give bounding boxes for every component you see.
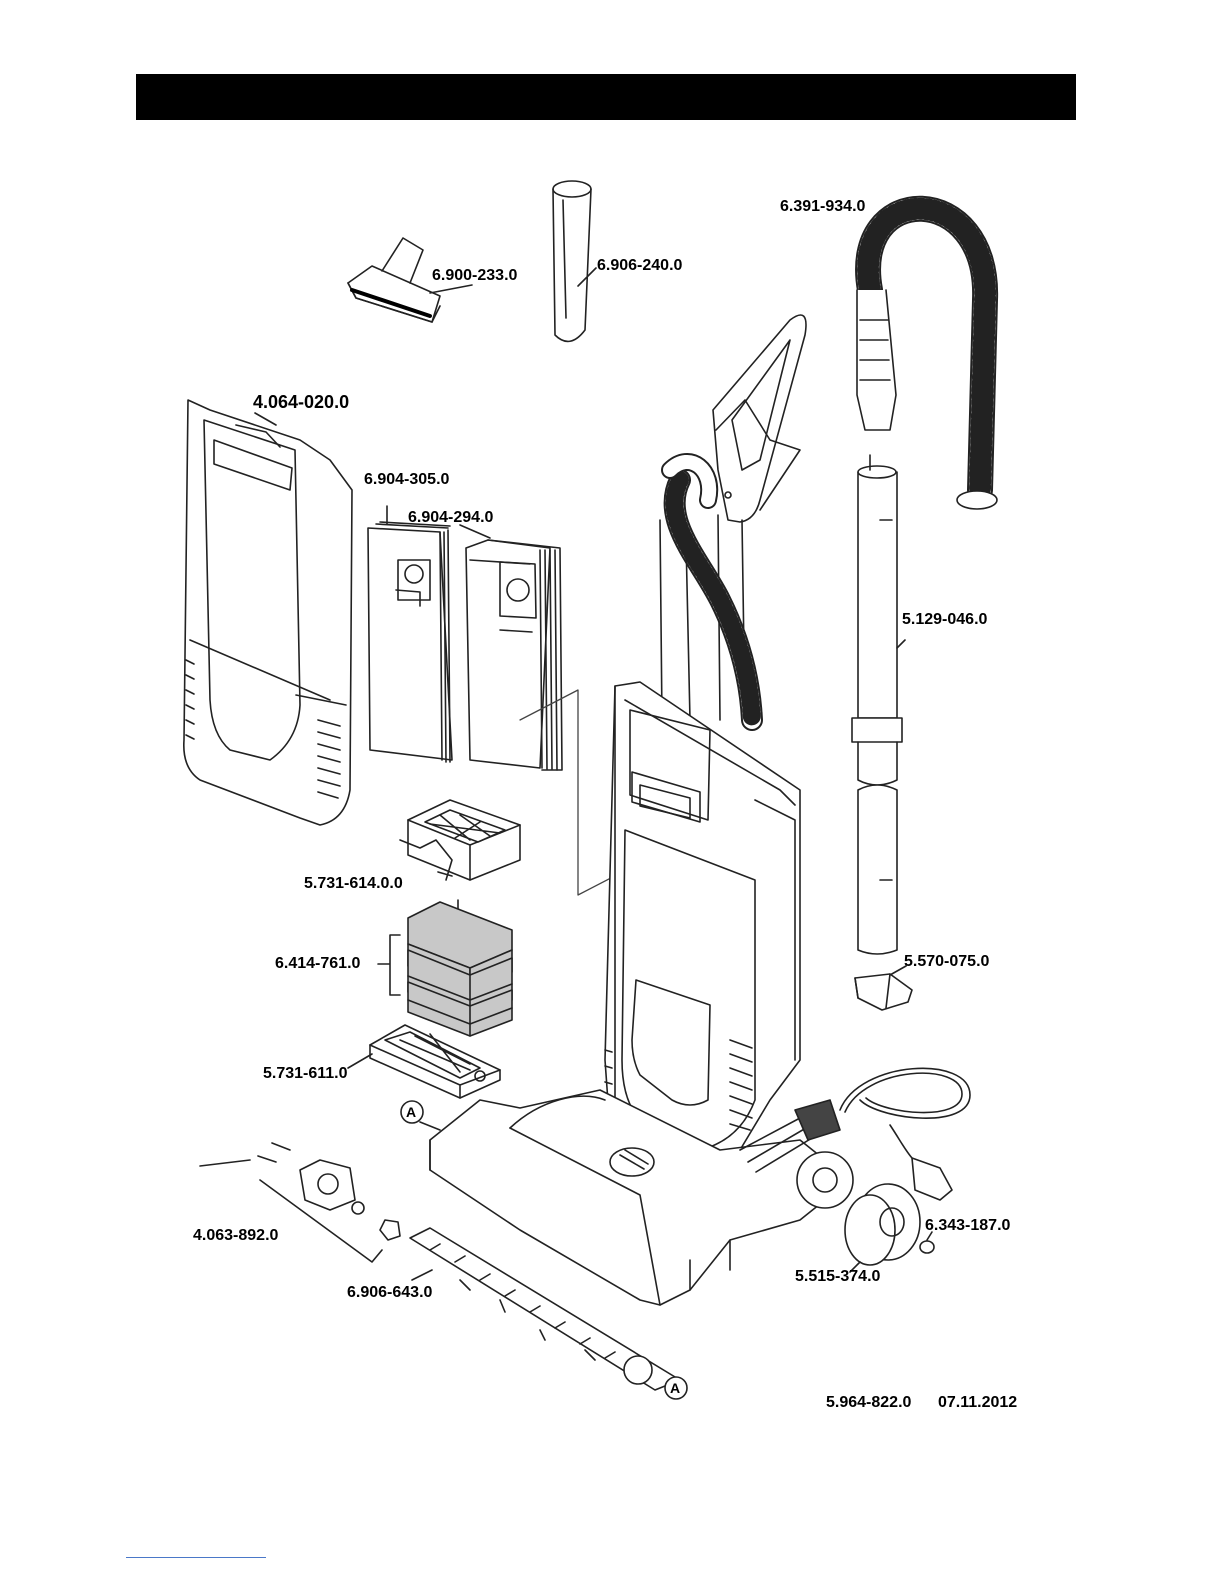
suction-hose: [857, 209, 997, 509]
part-label-extension-tube: 5.129-046.0: [902, 612, 987, 628]
marker-a: A: [670, 1381, 680, 1395]
rear-wheel: [845, 1184, 920, 1265]
side-cover-parts: [200, 1143, 400, 1262]
part-label-suction-hose: 6.391-934.0: [780, 199, 865, 215]
part-label-front-cover: 4.064-020.0: [253, 393, 349, 411]
marker-a: A: [406, 1105, 416, 1119]
part-label-rear-wheel: 5.515-374.0: [795, 1269, 880, 1285]
part-label-filter-cartridge: 6.414-761.0: [275, 956, 360, 972]
part-label-hose-clip: 5.570-075.0: [904, 954, 989, 970]
exhaust-filter: [370, 1025, 500, 1098]
filter-cartridge-stack: [378, 902, 512, 1036]
upholstery-nozzle: [348, 238, 440, 322]
part-label-roller-brush: 6.906-643.0: [347, 1285, 432, 1301]
front-cover: [184, 400, 352, 825]
part-label-crevice-tool: 6.906-240.0: [597, 258, 682, 274]
document-number: 5.964-822.0: [826, 1394, 911, 1412]
part-label-upholstery-nozzle: 6.900-233.0: [432, 268, 517, 284]
footer-link-underline: [126, 1557, 266, 1558]
hose-clip: [855, 974, 912, 1010]
part-label-exhaust-filter: 5.731-611.0: [263, 1066, 348, 1082]
part-label-wheel-cap: 6.343-187.0: [925, 1218, 1010, 1234]
filter-bag-single: [368, 522, 452, 762]
motor-protection-filter: [400, 800, 520, 880]
document-date: 07.11.2012: [938, 1394, 1017, 1412]
filter-bag-pack: [466, 540, 562, 770]
extension-tube: [852, 466, 902, 954]
crevice-tool: [553, 181, 591, 341]
part-label-filter-bag-single: 6.904-305.0: [364, 472, 449, 488]
part-label-motor-protection-filter: 5.731-614.0.0: [304, 876, 403, 892]
wheel-cap: [920, 1241, 934, 1253]
part-label-side-cover: 4.063-892.0: [193, 1228, 278, 1244]
part-label-filter-bag-pack: 6.904-294.0: [408, 510, 493, 526]
